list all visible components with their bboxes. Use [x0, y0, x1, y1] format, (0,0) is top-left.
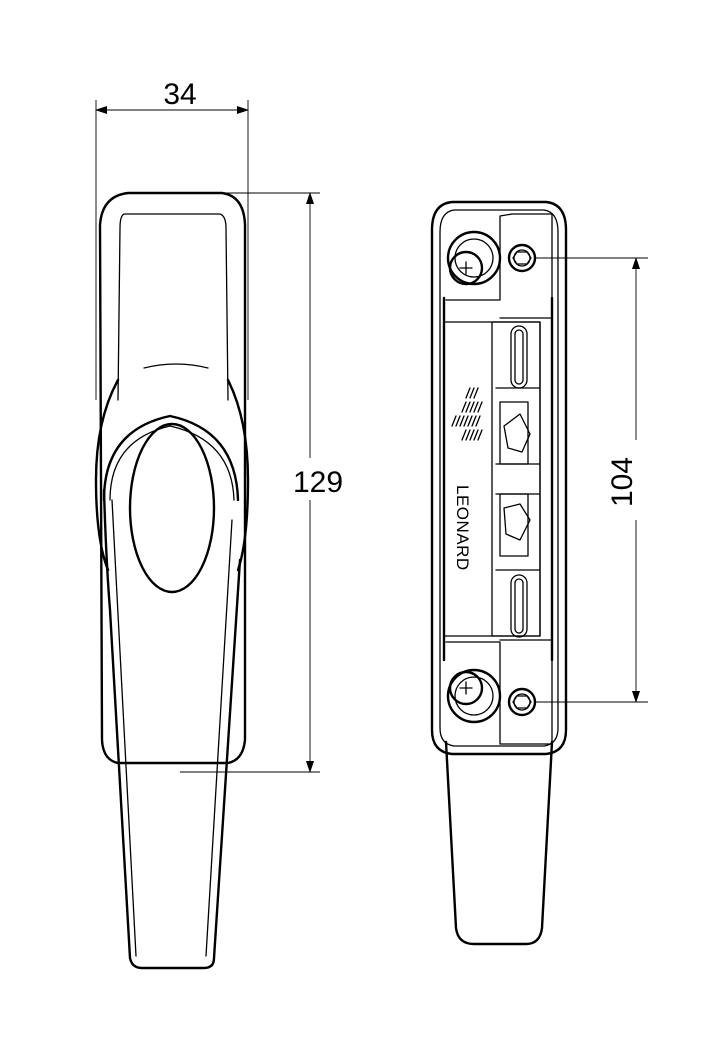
dimension-width: 34: [95, 78, 249, 400]
handle-back-view: LEONARD: [430, 200, 568, 946]
dimension-screw-spacing-label: 104: [606, 457, 639, 507]
handle-side-view: [94, 191, 250, 970]
brand-logo-mark: [451, 387, 483, 441]
dimension-width-label: 34: [163, 78, 196, 111]
brand-logo-text: LEONARD: [453, 485, 472, 571]
dimension-height-label: 129: [293, 466, 343, 499]
dimension-screw-spacing: 104: [536, 257, 652, 703]
dimension-height: 129: [180, 192, 348, 773]
